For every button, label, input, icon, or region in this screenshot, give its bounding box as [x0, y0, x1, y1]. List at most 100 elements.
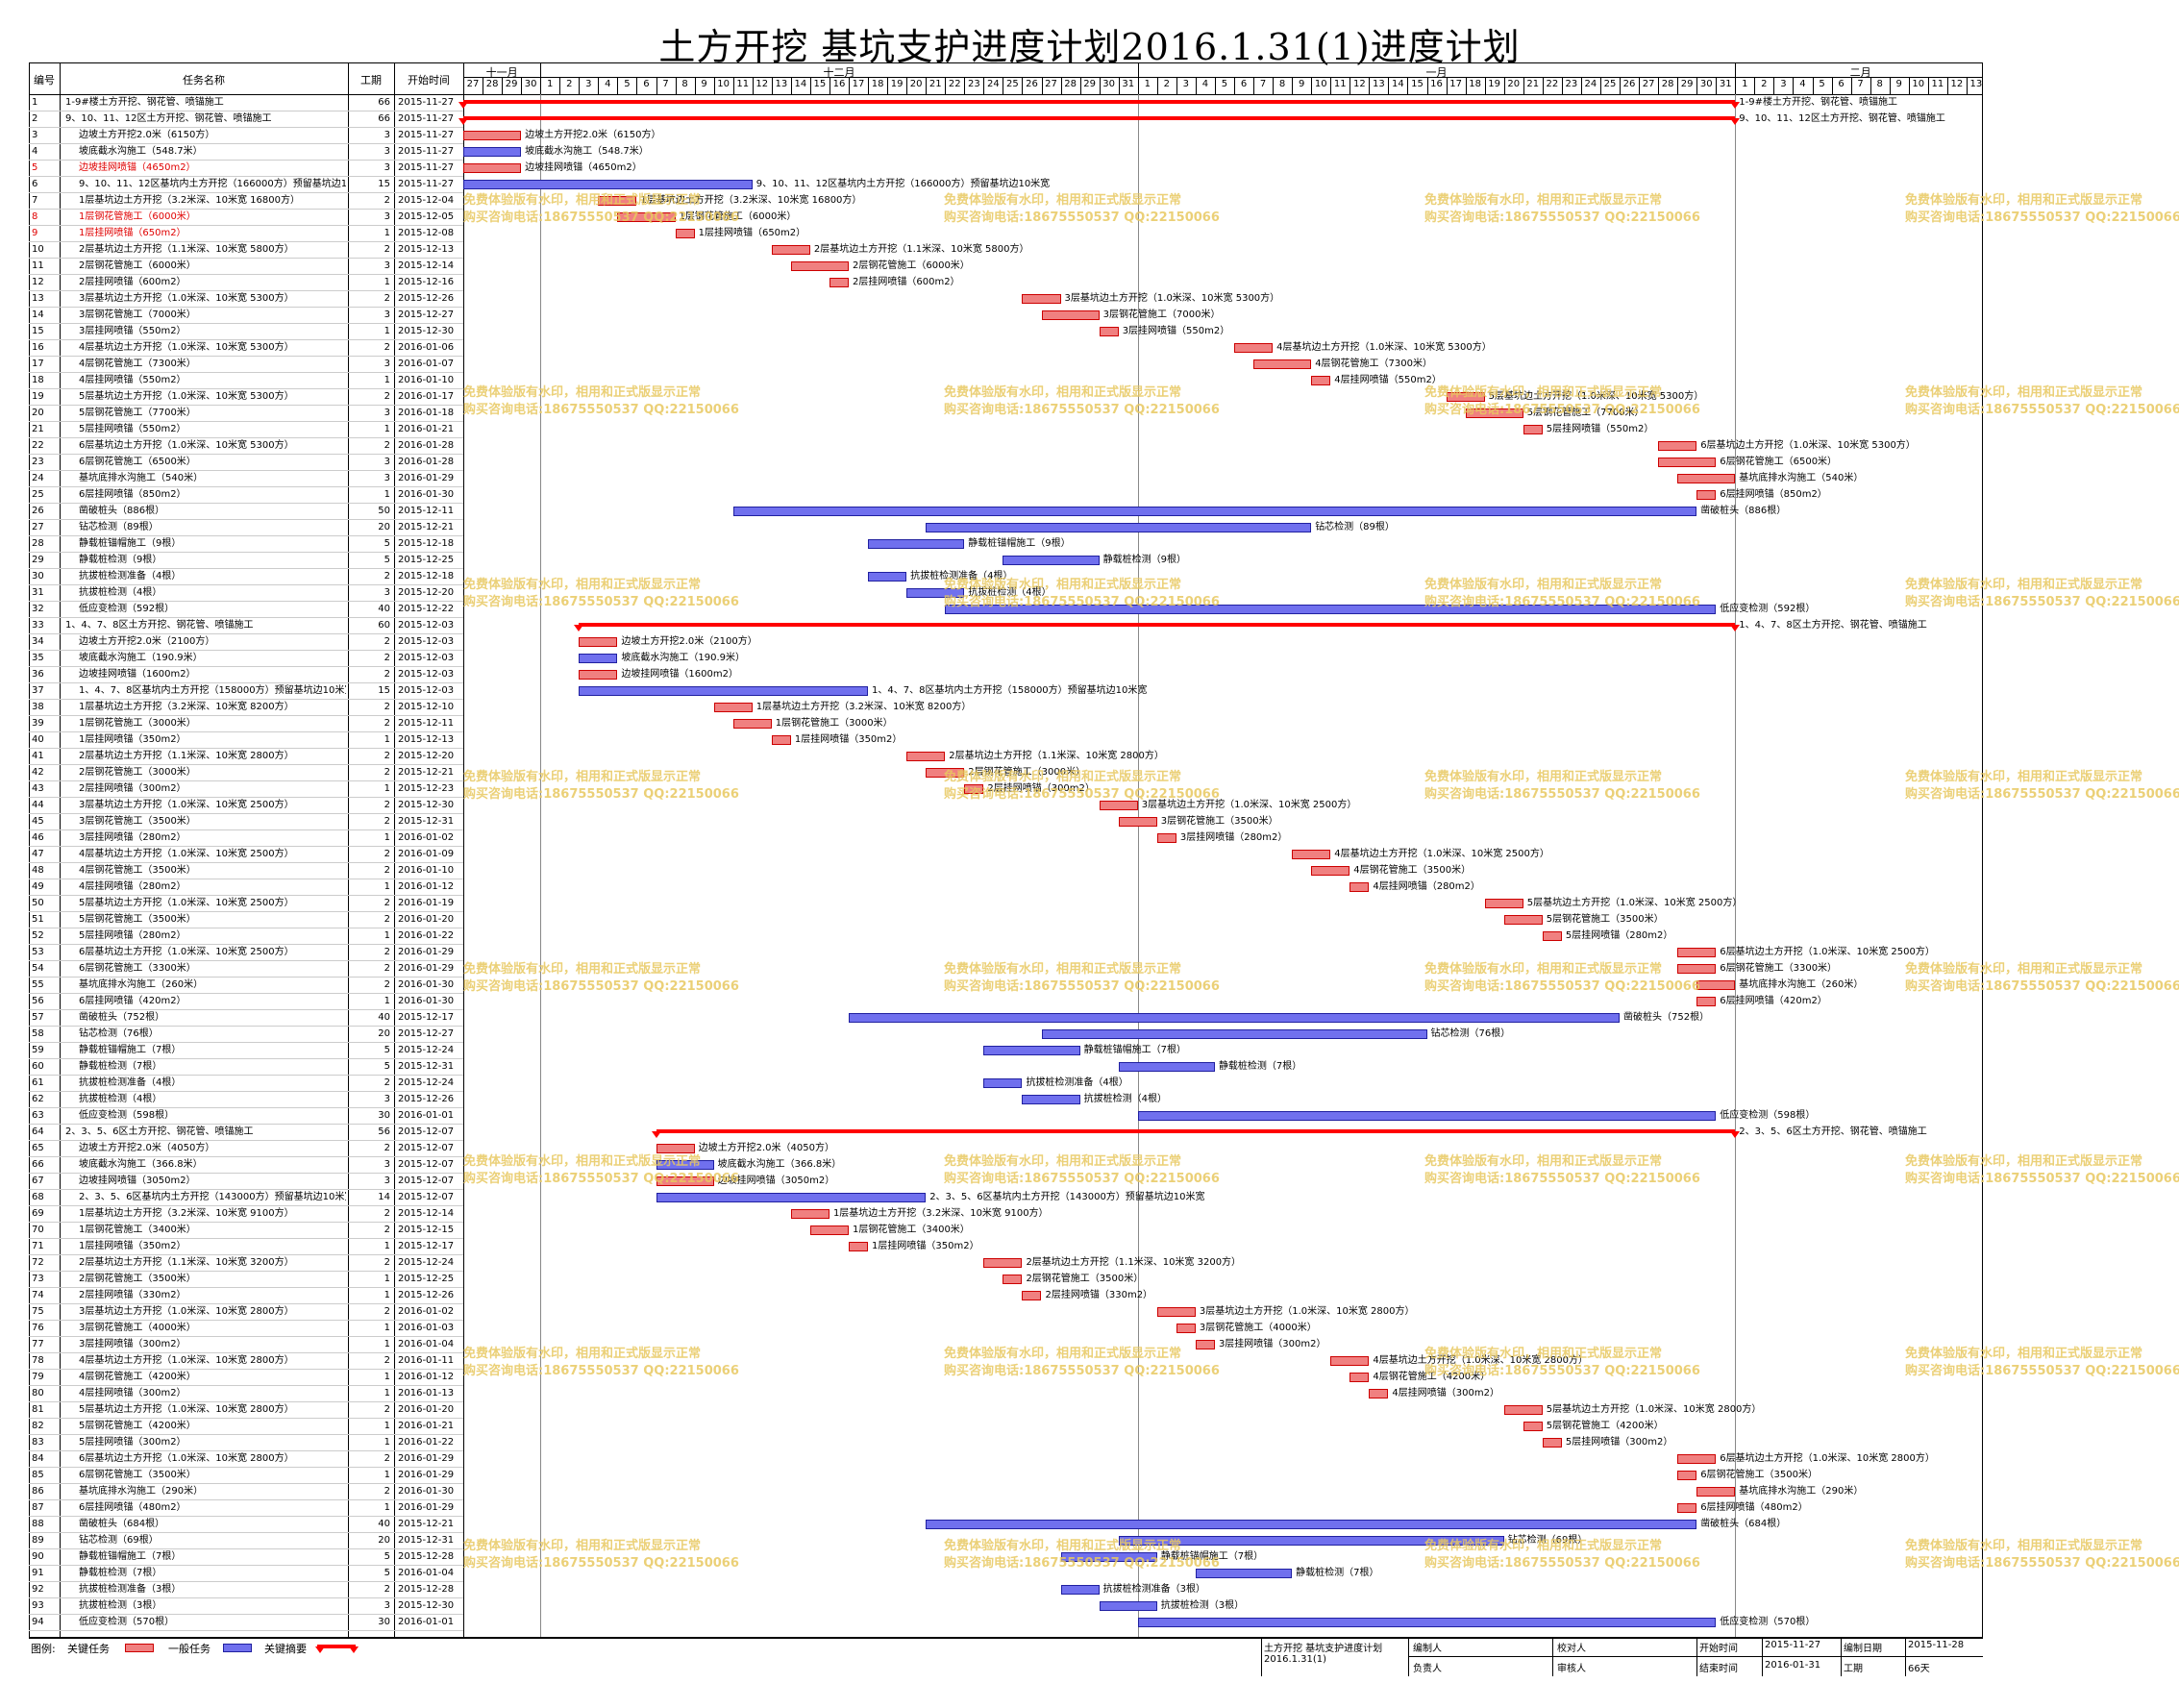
task-id: 86 [32, 1486, 44, 1497]
task-id: 15 [32, 326, 44, 336]
row-line [29, 388, 463, 389]
bar-label: 基坑底排水沟施工（260米） [1739, 979, 1864, 990]
task-name: 2层钢花管施工（3000米） [79, 767, 196, 778]
row-line [29, 241, 463, 242]
bar-label: 2、3、5、6区土方开挖、钢花管、喷锚施工 [1739, 1126, 1927, 1137]
bar-label: 4层基坑边土方开挖（1.0米深、10米宽 5300方） [1276, 342, 1492, 353]
day-header: 18 [871, 79, 884, 89]
critical-bar [1156, 1307, 1196, 1317]
footer-start-label: 开始时间 [1699, 1644, 1738, 1654]
task-name: 4层钢花管施工（7300米） [79, 359, 196, 369]
row-line [29, 339, 463, 340]
day-header: 26 [1026, 79, 1038, 89]
bar-label: 4层钢花管施工（4200米） [1373, 1372, 1491, 1382]
normal-bar [656, 1160, 714, 1170]
watermark-line: 购买咨询电话:18675550537 QQ:22150066 [463, 1172, 739, 1186]
task-duration: 1 [384, 881, 390, 892]
task-name: 6层钢花管施工（6500米） [79, 457, 196, 467]
row-line [29, 1287, 463, 1288]
task-name: 钻芯检测（76根） [79, 1028, 159, 1039]
day-divider [1831, 77, 1833, 94]
row-line [29, 715, 463, 716]
task-id: 90 [32, 1551, 44, 1562]
row-line [29, 650, 463, 651]
task-start: 2016-01-29 [398, 473, 455, 483]
day-divider [926, 77, 928, 94]
normal-bar [1137, 1111, 1717, 1121]
task-name: 1层基坑边土方开挖（3.2米深、10米宽 16800方） [79, 195, 300, 206]
row-line [29, 1009, 463, 1010]
watermark-line: 购买咨询电话:18675550537 QQ:22150066 [1424, 979, 1700, 994]
day-divider [1946, 77, 1948, 94]
task-duration: 2 [384, 440, 390, 451]
task-id: 2 [32, 113, 38, 124]
day-header: 3 [1780, 79, 1787, 89]
task-id: 29 [32, 555, 44, 565]
task-id: 87 [32, 1502, 44, 1513]
task-id: 45 [32, 816, 44, 827]
watermark-line: 购买咨询电话:18675550537 QQ:22150066 [1905, 1556, 2179, 1571]
day-header: 28 [485, 79, 499, 89]
row-line [29, 666, 463, 667]
watermark-line: 免费体验版有水印，相用和正式版显示正常 [463, 962, 702, 977]
critical-bar [598, 196, 637, 206]
day-divider [1620, 77, 1621, 94]
watermark-line: 免费体验版有水印，相用和正式版显示正常 [944, 193, 1182, 208]
critical-bar [1696, 997, 1717, 1006]
task-start: 2015-12-27 [398, 1028, 455, 1039]
bar-label: 钻芯检测（89根） [1315, 522, 1395, 532]
task-duration: 2 [384, 979, 390, 990]
legend-summary-cap [315, 1646, 325, 1653]
task-duration: 2 [384, 718, 390, 729]
task-id: 33 [32, 620, 44, 631]
bar-label: 4层挂网喷锚（550m2） [1334, 375, 1442, 385]
task-id: 63 [32, 1110, 44, 1121]
critical-bar [1003, 1275, 1023, 1284]
task-duration: 40 [378, 1012, 390, 1023]
critical-bar [579, 670, 618, 680]
day-header: 9 [1895, 79, 1902, 89]
task-name: 边坡土方开挖2.0米（2100方） [79, 636, 215, 647]
task-duration: 1 [384, 375, 390, 385]
column-header-name: 任务名称 [183, 74, 225, 87]
task-duration: 2 [384, 1355, 390, 1366]
bar-label: 基坑底排水沟施工（290米） [1739, 1486, 1864, 1497]
day-divider [1599, 77, 1601, 94]
day-divider [1079, 77, 1081, 94]
summary-bar [579, 623, 1736, 627]
task-duration: 3 [384, 408, 390, 418]
day-divider [849, 77, 850, 94]
day-header: 30 [1102, 79, 1116, 89]
task-start: 2016-01-17 [398, 391, 455, 402]
task-duration: 2 [384, 963, 390, 974]
watermark-line: 购买咨询电话:18675550537 QQ:22150066 [944, 1556, 1220, 1571]
task-id: 32 [32, 604, 44, 614]
task-start: 2015-12-21 [398, 522, 455, 532]
day-divider [945, 77, 947, 94]
task-name: 2层挂网喷锚（330m2） [79, 1290, 186, 1300]
row-line [29, 633, 463, 634]
task-id: 50 [32, 898, 44, 908]
normal-bar [945, 605, 1717, 614]
row-line [29, 1026, 463, 1027]
task-name: 凿破桩头（684根） [79, 1519, 165, 1529]
bar-label: 5层挂网喷锚（300m2） [1565, 1437, 1673, 1448]
task-name: 钻芯检测（69根） [79, 1535, 159, 1546]
bar-label: 3层挂网喷锚（300m2） [1218, 1339, 1326, 1349]
task-id: 89 [32, 1535, 44, 1546]
row-line [29, 1238, 463, 1239]
task-name: 静载桩锚帽施工（7根） [79, 1045, 182, 1055]
day-divider [964, 77, 966, 94]
normal-bar [1060, 1585, 1100, 1595]
day-divider [1580, 77, 1582, 94]
task-duration: 40 [378, 1519, 390, 1529]
row-line [29, 682, 463, 683]
footer-date-value: 2015-11-28 [1908, 1640, 1965, 1650]
task-id: 30 [32, 571, 44, 582]
watermark-line: 购买咨询电话:18675550537 QQ:22150066 [1905, 403, 2179, 417]
task-start: 2015-12-20 [398, 751, 455, 761]
row-line [29, 225, 463, 226]
bar-label: 6层钢花管施工（6500米） [1720, 457, 1838, 467]
normal-bar [906, 588, 965, 598]
normal-bar [463, 180, 753, 189]
